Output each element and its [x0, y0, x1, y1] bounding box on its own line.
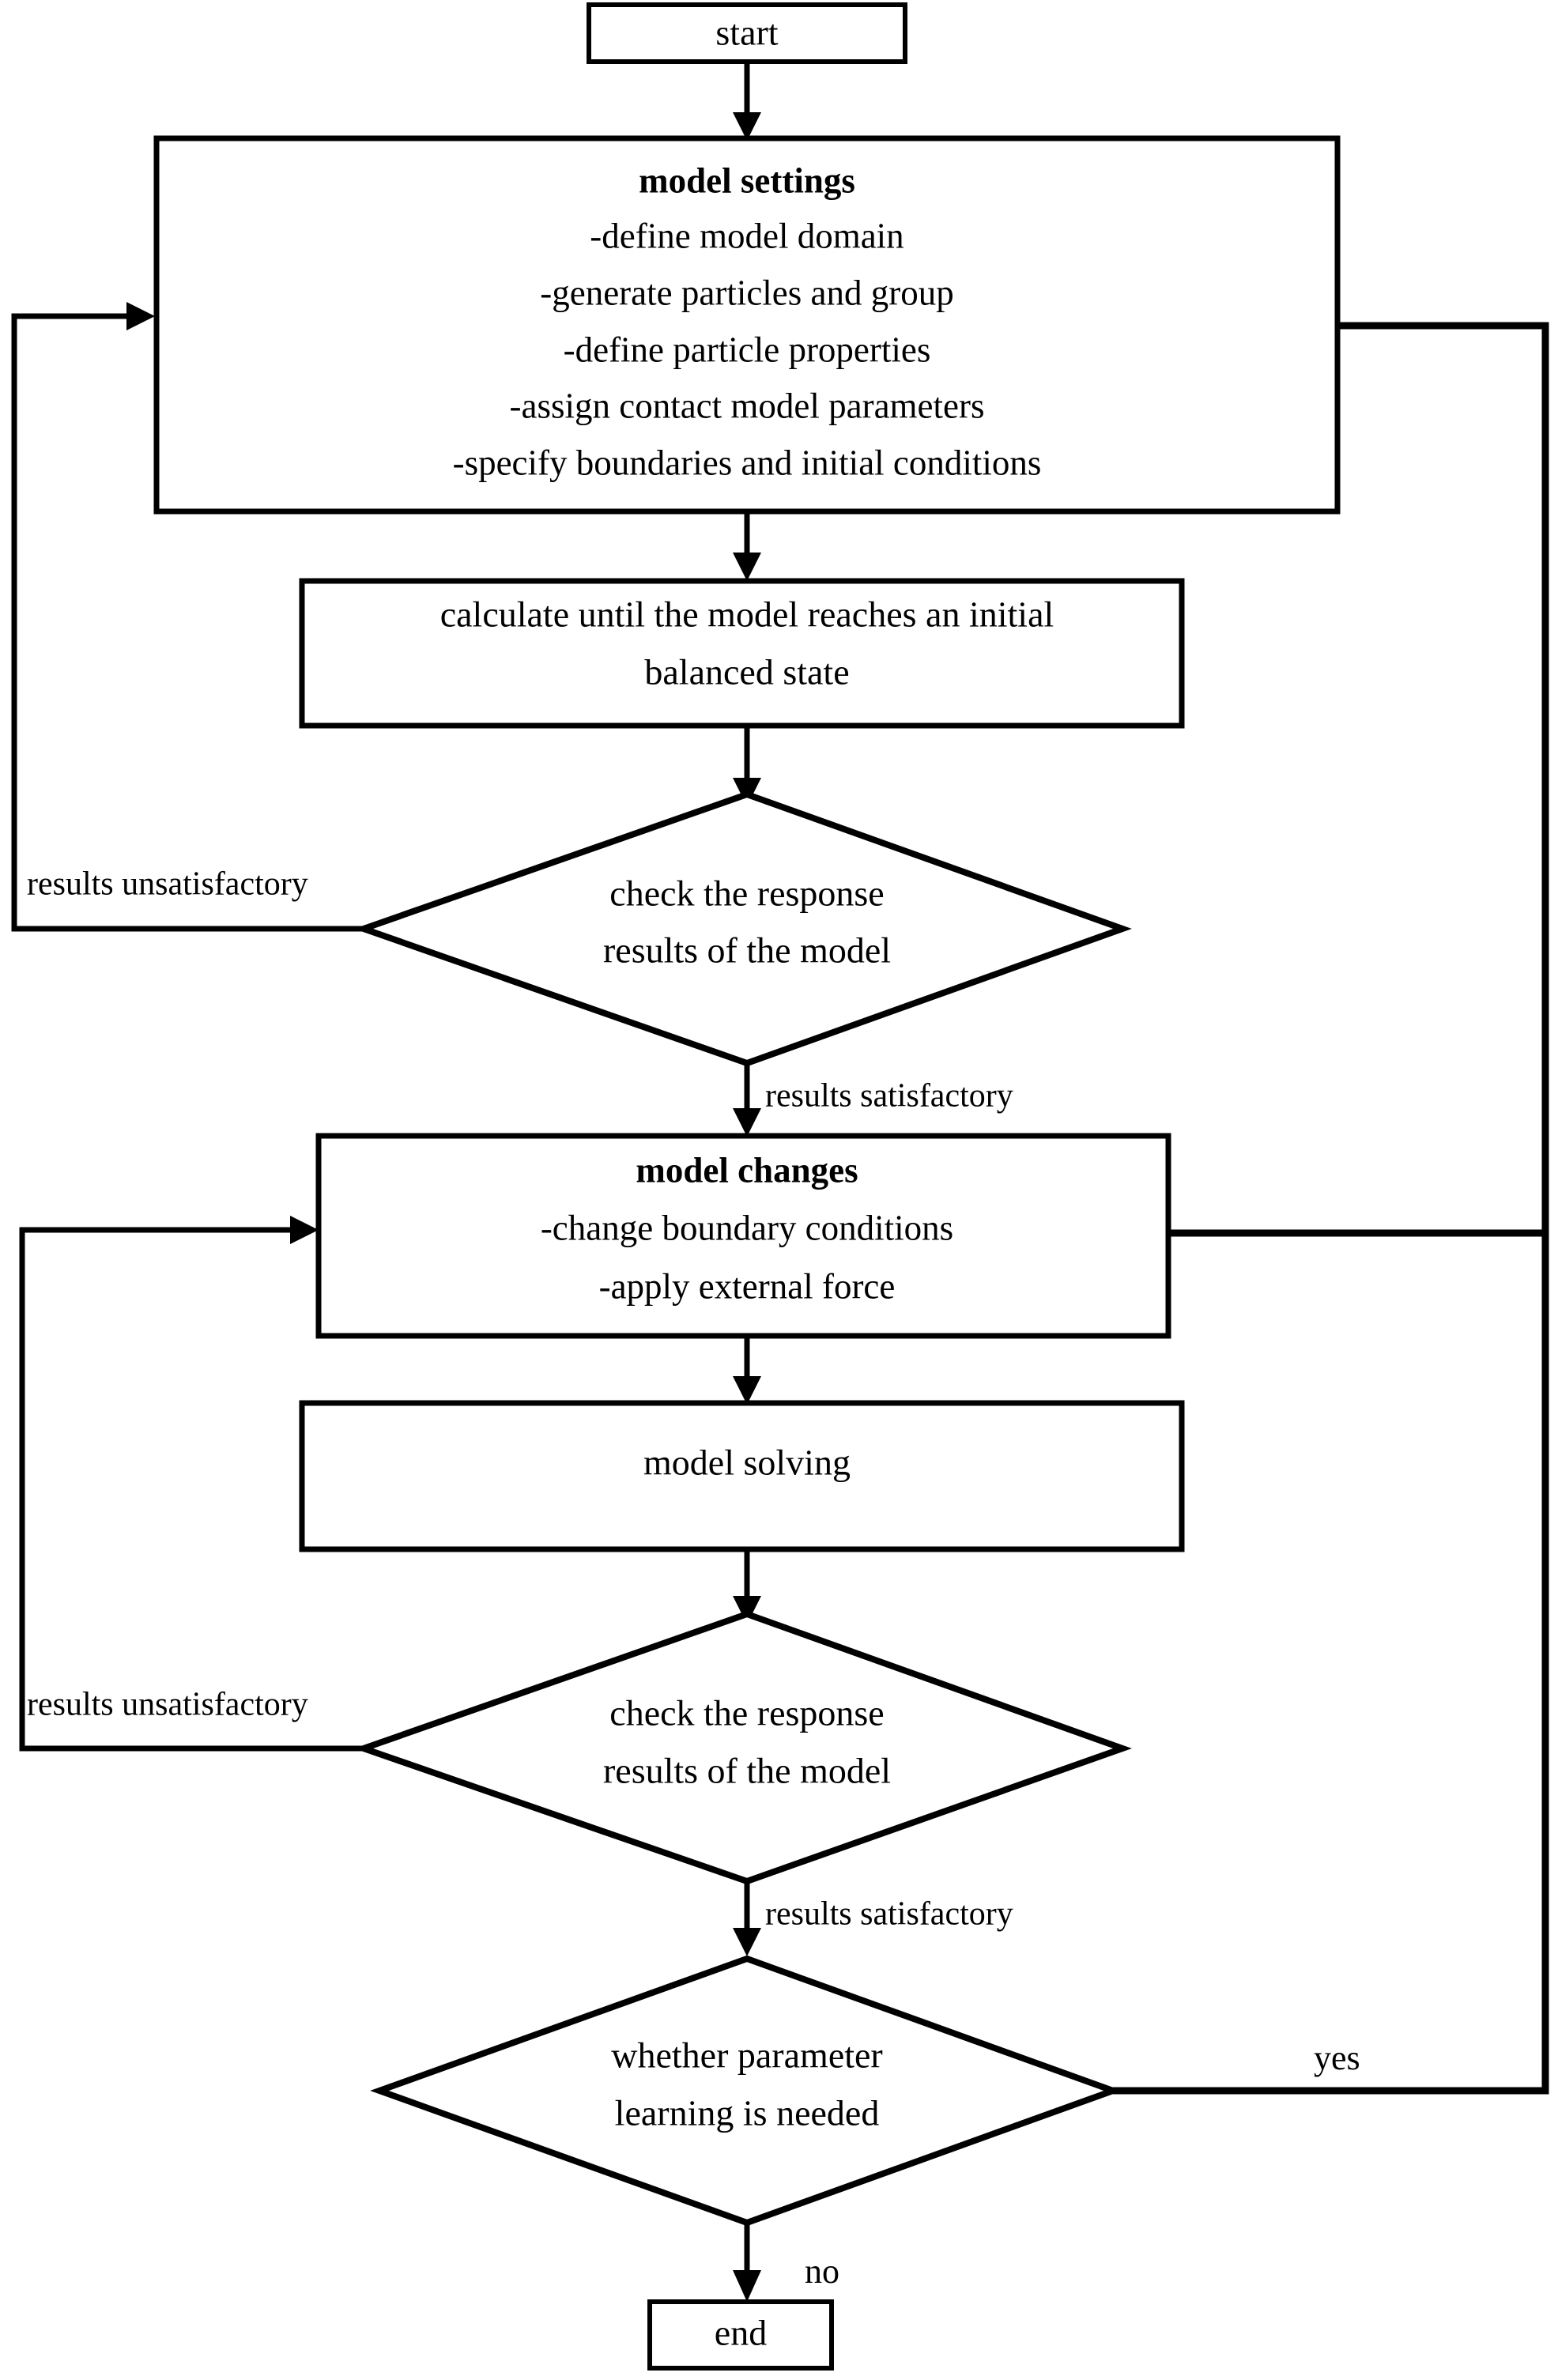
edge-check2-to-parameter-learning	[733, 1881, 761, 1956]
node-calculate-balanced-state[interactable]	[299, 578, 1185, 729]
node-model-solving[interactable]	[299, 1400, 1185, 1552]
edge-label-yes: yes	[1314, 2039, 1360, 2077]
edge-parameter-learning-no-to-end	[733, 2225, 761, 2302]
model-settings-title: model settings	[639, 160, 855, 200]
edge-start-to-model-settings	[733, 63, 761, 141]
model-changes-bullet-2: -apply external force	[599, 1266, 896, 1306]
edge-check1-to-model-changes	[733, 1063, 761, 1137]
node-model-changes[interactable]	[315, 1133, 1171, 1339]
node-check-response-2[interactable]	[353, 1610, 1132, 1885]
model-settings-bullet-1: -define model domain	[590, 216, 903, 255]
edge-model-settings-to-calculate	[733, 512, 761, 581]
model-changes-bullet-1: -change boundary conditions	[541, 1208, 953, 1247]
edge-check2-unsatisfactory-loop	[19, 1216, 364, 1752]
calculate-line-1: calculate until the model reaches an ini…	[440, 594, 1054, 635]
node-parameter-learning[interactable]	[370, 1955, 1122, 2227]
model-solving-label: model solving	[643, 1443, 851, 1483]
edge-model-changes-to-solving	[733, 1336, 761, 1405]
edge-label-results-satisfactory-1: results satisfactory	[765, 1078, 1013, 1115]
node-end[interactable]	[647, 2299, 834, 2371]
edge-parameter-learning-yes-loop	[1113, 322, 1549, 2095]
model-settings-bullet-5: -specify boundaries and initial conditio…	[453, 443, 1042, 482]
check-response-2-line-1: check the response	[609, 1693, 884, 1733]
calculate-line-2: balanced state	[644, 652, 849, 692]
edge-label-results-unsatisfactory-1: results unsatisfactory	[27, 866, 308, 903]
start-label: start	[715, 13, 778, 53]
check-response-1-line-1: check the response	[609, 873, 884, 914]
edge-solving-to-check-2	[733, 1549, 761, 1624]
model-settings-bullet-4: -assign contact model parameters	[509, 386, 984, 425]
node-start[interactable]	[587, 2, 907, 64]
parameter-learning-line-1: whether parameter	[611, 2035, 883, 2076]
model-settings-bullet-3: -define particle properties	[564, 330, 931, 369]
node-model-settings[interactable]	[153, 135, 1341, 515]
parameter-learning-line-2: learning is needed	[615, 2093, 880, 2133]
edge-label-no: no	[805, 2252, 839, 2291]
model-settings-bullet-2: -generate particles and group	[540, 273, 954, 312]
node-check-response-1[interactable]	[353, 790, 1132, 1067]
edge-label-results-satisfactory-2: results satisfactory	[765, 1896, 1013, 1933]
check-response-1-line-2: results of the model	[603, 930, 891, 971]
edge-label-results-unsatisfactory-2: results unsatisfactory	[27, 1687, 308, 1723]
end-label: end	[715, 2313, 767, 2353]
model-changes-title: model changes	[636, 1150, 858, 1190]
check-response-2-line-2: results of the model	[603, 1751, 891, 1791]
edge-check1-unsatisfactory-loop	[11, 302, 364, 932]
